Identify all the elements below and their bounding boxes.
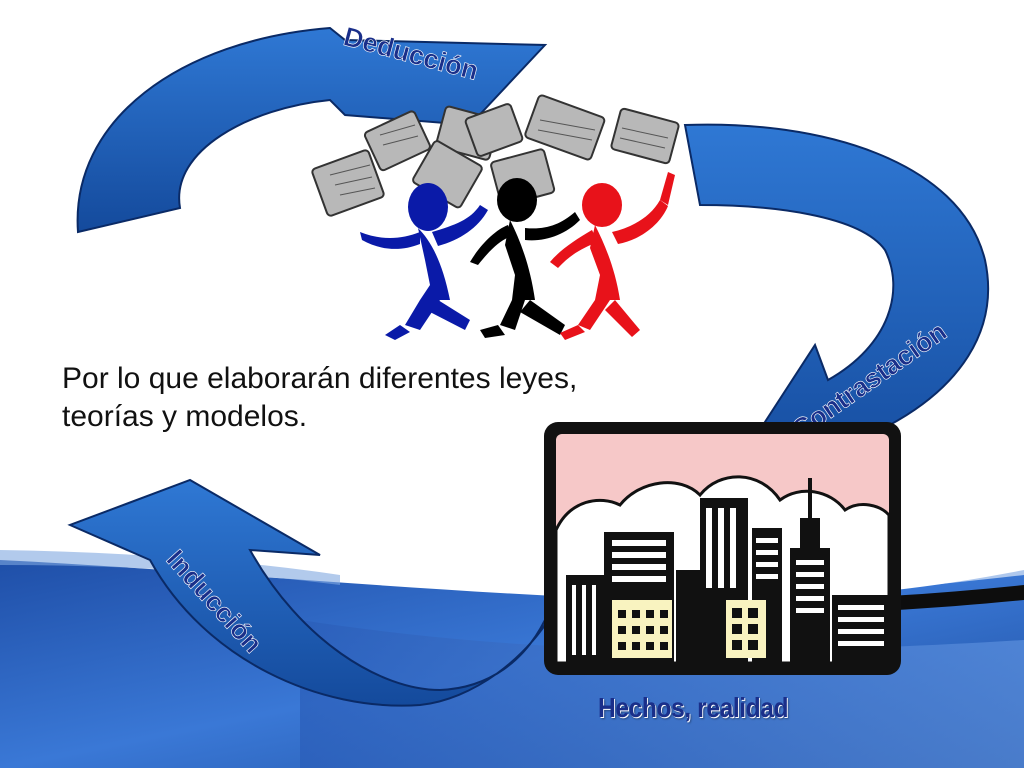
main-text-line-2: teorías y modelos. (62, 400, 308, 433)
city-skyline-clipart (544, 422, 901, 675)
facts-reality-caption: Hechos, realidad (598, 692, 789, 723)
people-with-papers-clipart (311, 94, 680, 340)
main-text: Por lo que elaborarán diferentes leyes, … (62, 360, 662, 436)
main-text-line-1: Por lo que elaborarán diferentes leyes, (62, 362, 578, 395)
induccion-arrow: Inducción (67, 478, 561, 707)
